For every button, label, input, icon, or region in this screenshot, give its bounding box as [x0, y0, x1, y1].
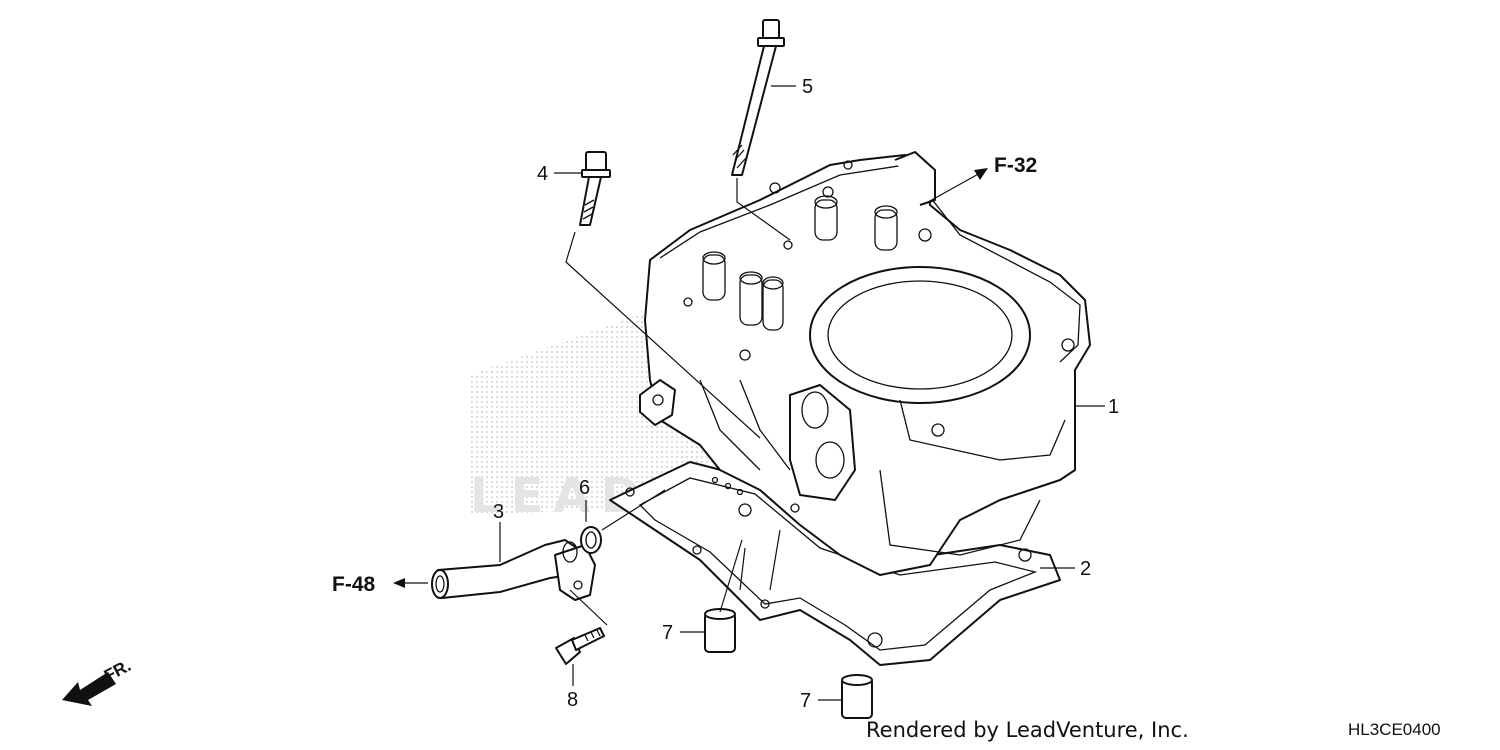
diagram-code: HL3CE0400: [1348, 720, 1441, 739]
pipe-bolt[interactable]: [555, 627, 605, 665]
leader-4-down: [565, 231, 761, 439]
cylinder-block[interactable]: [639, 151, 1091, 576]
render-credit: Rendered by LeadVenture, Inc.: [866, 718, 1189, 742]
leader-3-bolt: [569, 589, 608, 626]
callout-6[interactable]: 6: [579, 477, 590, 499]
leader-6-up: [601, 489, 666, 531]
o-ring[interactable]: [580, 526, 602, 554]
callout-5[interactable]: 5: [802, 76, 813, 98]
flange-bolt-long[interactable]: [731, 19, 785, 176]
callout-8[interactable]: 8: [567, 689, 578, 711]
leader-7a-up: [719, 539, 743, 613]
callout-4[interactable]: 4: [537, 163, 548, 185]
leader-gasket-pin-b: [769, 529, 781, 591]
water-pipe[interactable]: [431, 539, 596, 601]
dowel-pin-a[interactable]: [704, 608, 736, 653]
callout-2[interactable]: 2: [1080, 558, 1091, 580]
callout-7a[interactable]: 7: [662, 622, 673, 644]
flange-bolt-short[interactable]: [579, 151, 611, 226]
reference-f32-arrow: [927, 168, 988, 203]
reference-f48[interactable]: F-48: [332, 573, 376, 596]
callout-3[interactable]: 3: [493, 501, 504, 523]
reference-f48-arrow: [393, 578, 428, 588]
callout-1[interactable]: 1: [1108, 396, 1119, 418]
leader-gasket-pin: [739, 547, 746, 591]
front-direction-arrow-icon: [62, 672, 116, 706]
callout-7b[interactable]: 7: [800, 690, 811, 712]
reference-f32[interactable]: F-32: [994, 154, 1037, 177]
dowel-pin-b[interactable]: [841, 674, 873, 719]
leader-5-down: [736, 178, 791, 241]
